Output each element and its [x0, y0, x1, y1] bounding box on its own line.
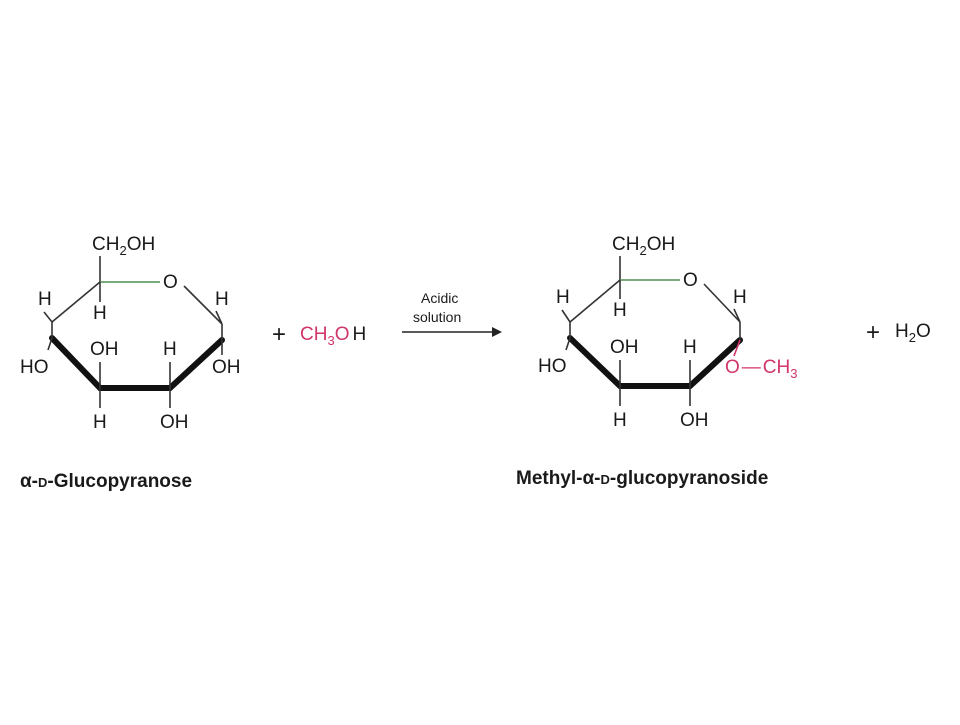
product-oh-c3: OH — [610, 337, 639, 358]
reactant-o-c1-bond — [183, 285, 223, 325]
reactant-ch2oh: CH2OH — [92, 234, 155, 258]
product-ring-oxygen: O — [683, 270, 698, 291]
reaction-arrow-group: Acidic solution — [402, 290, 502, 337]
condition-line-2: solution — [413, 309, 461, 325]
product-oh-c2-bottom: OH — [680, 410, 709, 431]
reactant-h-c2-top: H — [163, 339, 177, 360]
reactant-name: α-D-Glucopyranose — [20, 471, 192, 492]
reactant-h-left-bond — [43, 311, 53, 323]
reactant-ho-bond — [47, 337, 53, 351]
byproduct-plus: + — [866, 319, 880, 346]
product-h-c2-top: H — [683, 337, 697, 358]
reactant-structure: CH2OH O H H H HO OH H OH H OH — [20, 234, 241, 433]
product-ch2oh: CH2OH — [612, 234, 675, 258]
reactant-c5-c4-bond — [51, 281, 101, 323]
reactant-h-c1: H — [215, 289, 229, 310]
reactant-ring-oxygen: O — [163, 272, 178, 293]
product-glycosidic-bond — [733, 339, 741, 357]
product-h-c1-bond — [733, 308, 741, 323]
product-h-left: H — [556, 287, 570, 308]
reactant-bold-ring-edge — [49, 335, 225, 391]
reactant-oh-c2-bottom: OH — [160, 412, 189, 433]
product-o-c1-bond — [703, 283, 741, 323]
product-h-c5: H — [613, 300, 627, 321]
reagent-plus: + — [272, 321, 286, 348]
product-h-left-bond — [561, 309, 571, 323]
product-h-c1: H — [733, 287, 747, 308]
product-name: Methyl-α-D-glucopyranoside — [516, 468, 768, 489]
reaction-arrow-head — [492, 327, 502, 337]
product-h-c3-bottom: H — [613, 410, 627, 431]
product-c5-c4-bond — [569, 279, 621, 323]
reactant-h-c5: H — [93, 303, 107, 324]
reactant-h-left: H — [38, 289, 52, 310]
reactant-oh-c3: OH — [90, 339, 119, 360]
water-formula: H2O — [895, 321, 931, 345]
product-ho-c4: HO — [538, 356, 567, 377]
reactant-h-c3-bottom: H — [93, 412, 107, 433]
reactant-ho-c4: HO — [20, 357, 49, 378]
condition-line-1: Acidic — [421, 290, 458, 306]
reactant-oh-c1: OH — [212, 357, 241, 378]
product-ho-bond — [565, 337, 571, 351]
product-structure: CH2OH O H H H HO OH H O—CH3 H OH — [538, 234, 797, 431]
byproduct-water: + H2O — [866, 319, 931, 346]
product-methoxy: O—CH3 — [725, 357, 797, 381]
reactant-h-c1-bond — [215, 310, 223, 325]
product-bold-ring-edge — [567, 335, 743, 389]
